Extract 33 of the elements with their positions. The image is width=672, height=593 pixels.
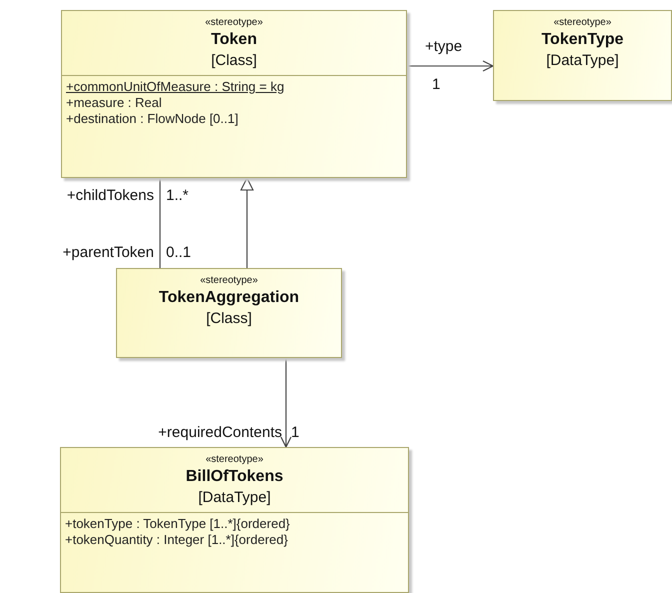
- association-arrow: [407, 60, 494, 72]
- role-name: +parentToken: [62, 244, 154, 261]
- stereotype-label: «stereotype»: [554, 17, 612, 28]
- stereotype-label: «stereotype»: [205, 17, 263, 28]
- class-box: [493, 10, 672, 101]
- generalization-arrow: [240, 177, 254, 268]
- attribute-text: +commonUnitOfMeasure : String = kg: [66, 79, 284, 94]
- class-box: [61, 10, 407, 178]
- multiplicity: 0..1: [166, 244, 192, 261]
- multiplicity: 1: [291, 424, 300, 441]
- association-line: [159, 178, 161, 268]
- association-arrow: [280, 358, 292, 448]
- class-name: TokenAggregation: [158, 289, 300, 306]
- attribute-text: +measure : Real: [66, 95, 162, 110]
- stereotype-label: «stereotype»: [206, 454, 264, 465]
- multiplicity: 1: [432, 76, 440, 93]
- class-box: [60, 447, 409, 593]
- attribute-text: +tokenQuantity : Integer [1..*]{ordered}: [65, 532, 288, 547]
- stereotype-label: «stereotype»: [200, 275, 258, 286]
- metaclass-label: [DataType]: [546, 52, 619, 69]
- multiplicity: 1..*: [166, 187, 189, 204]
- metaclass-label: [Class]: [211, 52, 257, 69]
- attribute-text: +tokenType : TokenType [1..*]{ordered}: [65, 516, 290, 531]
- role-name: +childTokens: [66, 187, 154, 204]
- metaclass-label: [DataType]: [198, 489, 271, 506]
- class-box: [116, 268, 342, 358]
- metaclass-label: [Class]: [206, 310, 252, 327]
- role-name: +type: [425, 38, 462, 55]
- class-name: Token: [211, 31, 257, 48]
- attribute-text: +destination : FlowNode [0..1]: [66, 111, 238, 126]
- class-name: BillOfTokens: [186, 468, 284, 485]
- class-name: TokenType: [541, 31, 624, 48]
- role-name: +requiredContents: [158, 424, 282, 441]
